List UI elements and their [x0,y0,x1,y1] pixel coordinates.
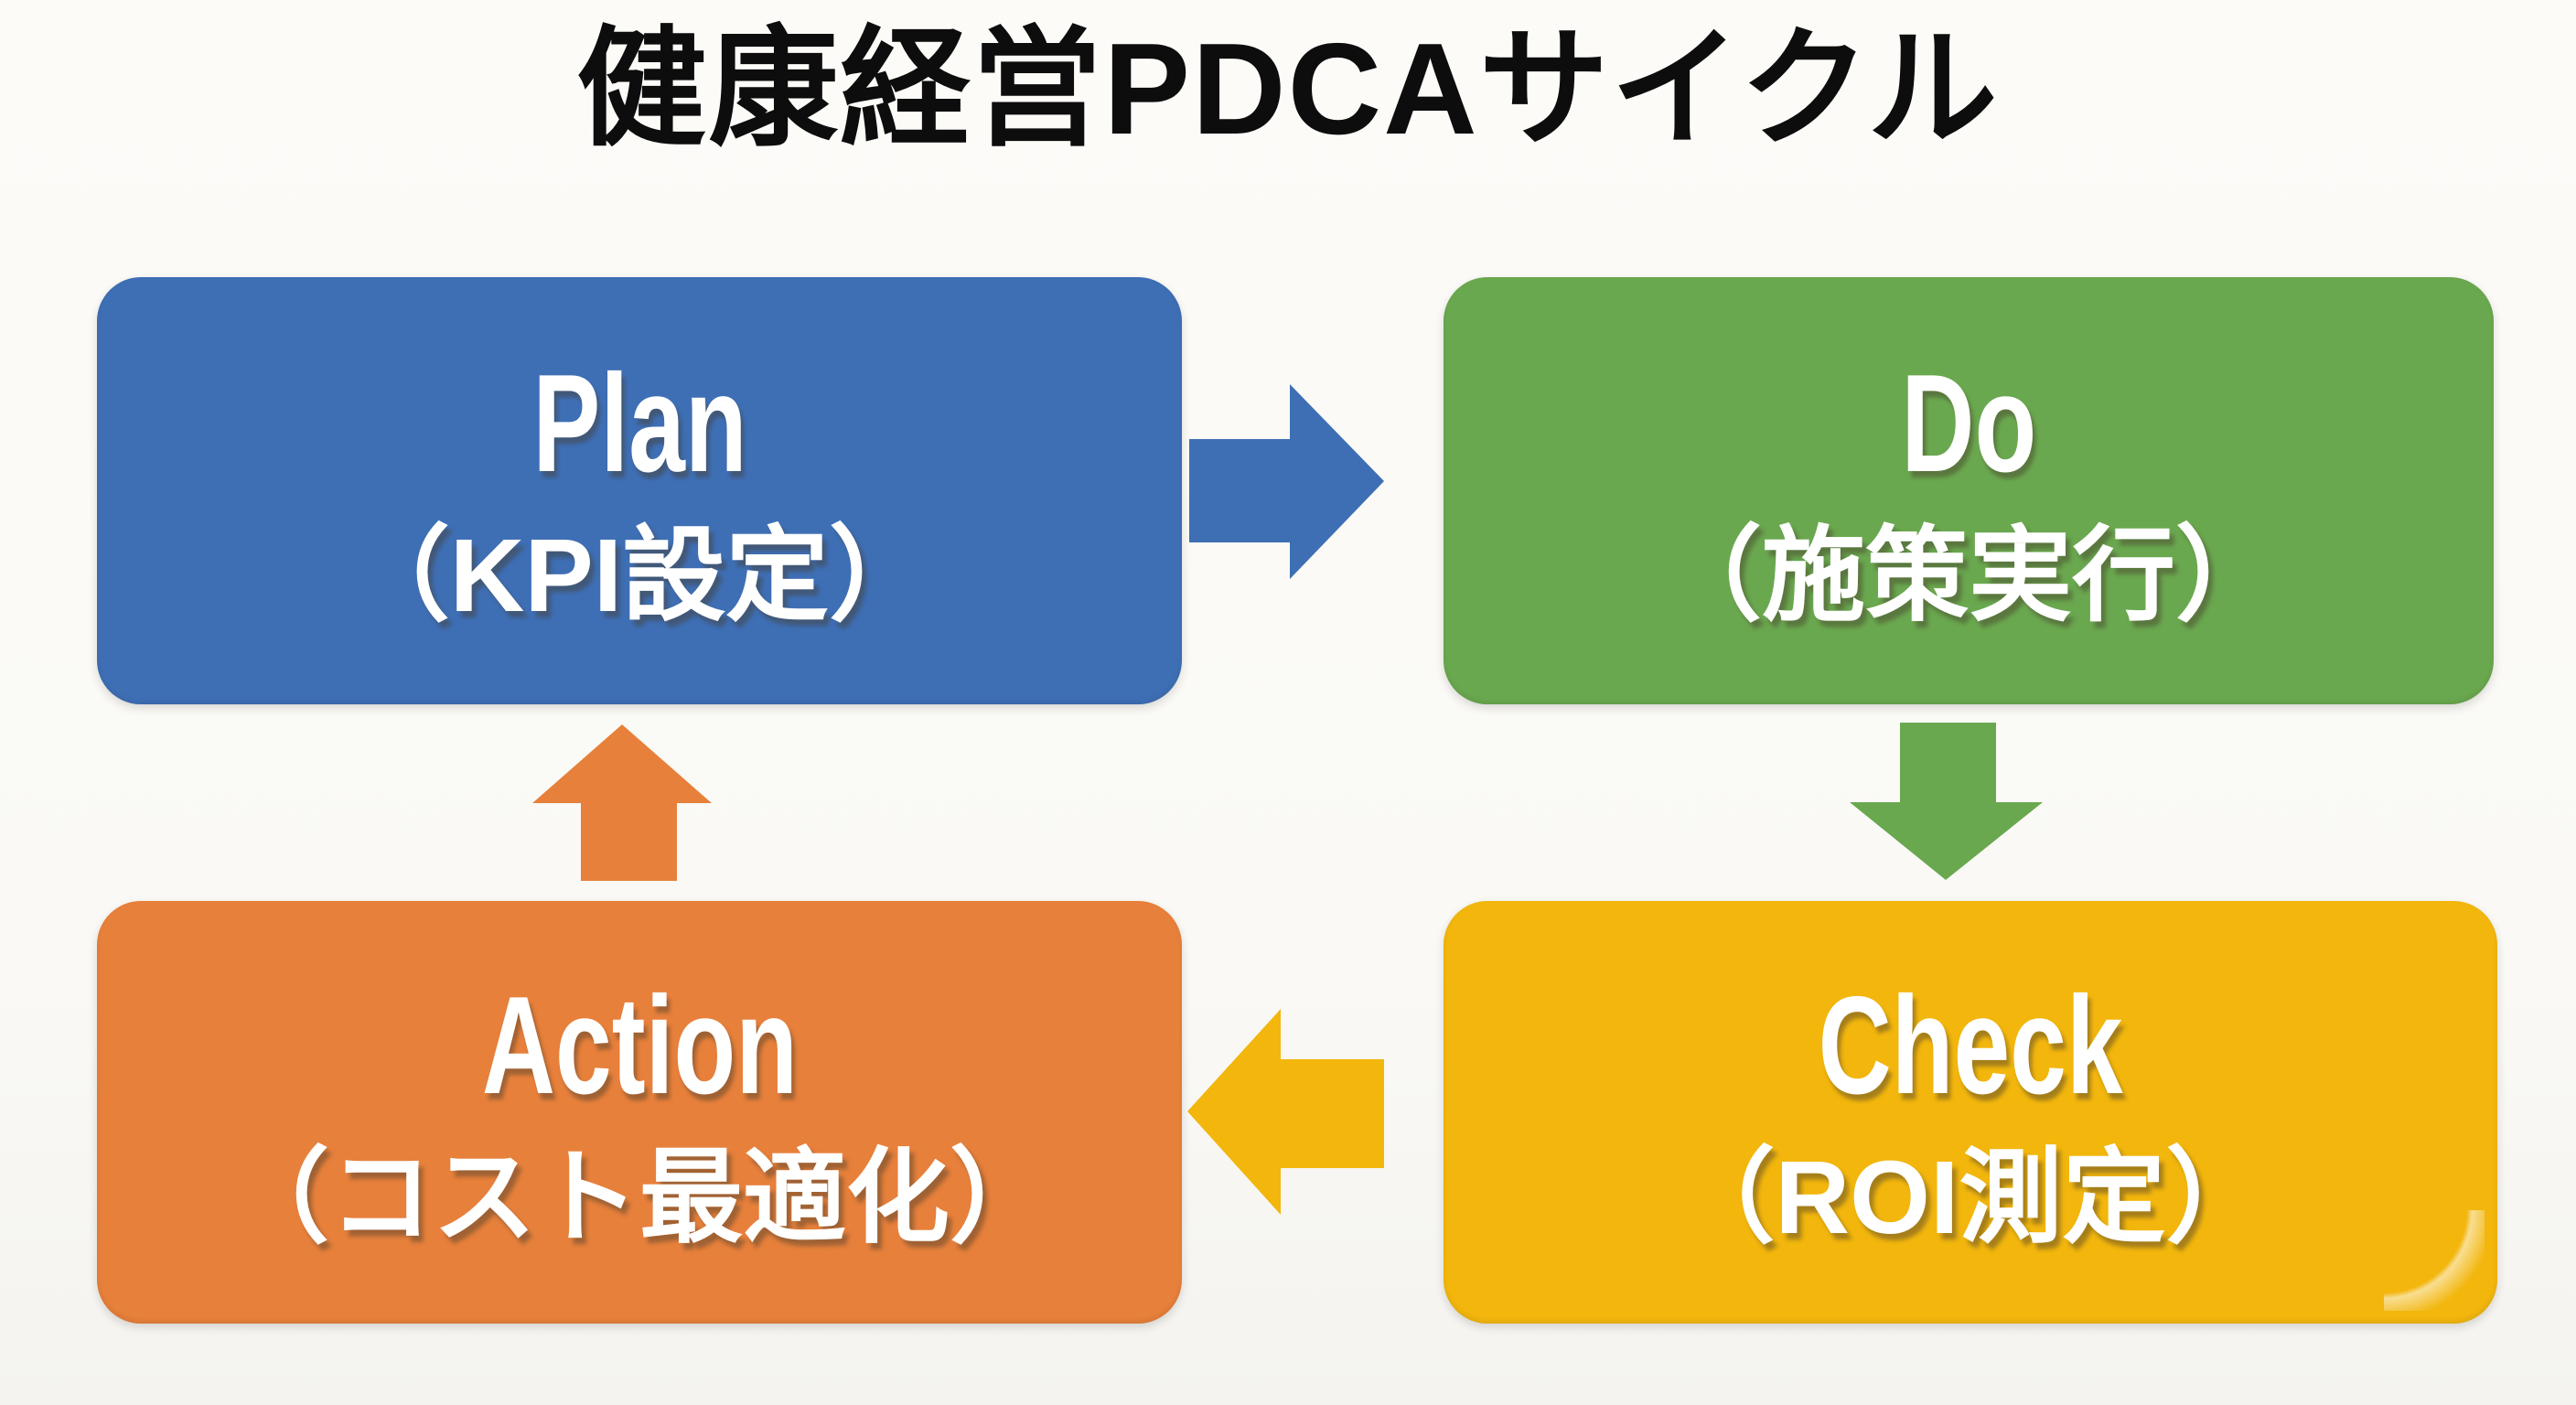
node-do: Do （施策実行） [1444,277,2494,704]
node-action-sublabel: （コスト最適化） [226,1139,1053,1255]
arrow-action-to-plan-up-icon [532,724,712,881]
arrow-shape [1189,384,1384,579]
node-action-label: Action [481,967,798,1123]
corner-highlight [2384,1210,2485,1311]
node-plan-sublabel: （KPI設定） [346,518,933,633]
node-do-label: Do [1901,346,2036,501]
node-do-sublabel: （施策実行） [1658,518,2279,633]
arrow-plan-to-do-right-icon [1189,384,1384,579]
node-action: Action （コスト最適化） [97,901,1182,1324]
node-check-label: Check [1818,967,2123,1123]
node-plan: Plan （KPI設定） [97,277,1182,704]
node-check-sublabel: （ROI測定） [1671,1139,2270,1255]
arrow-shape [1187,1009,1384,1215]
diagram-title: 健康経営PDCAサイクル [576,16,2000,162]
arrow-do-to-check-down-icon [1850,723,2043,880]
arrow-shape [1850,723,2043,880]
node-plan-label: Plan [531,346,747,501]
node-check: Check （ROI測定） [1444,901,2497,1324]
arrow-check-to-action-left-icon [1187,1009,1384,1215]
arrow-shape [532,724,712,881]
